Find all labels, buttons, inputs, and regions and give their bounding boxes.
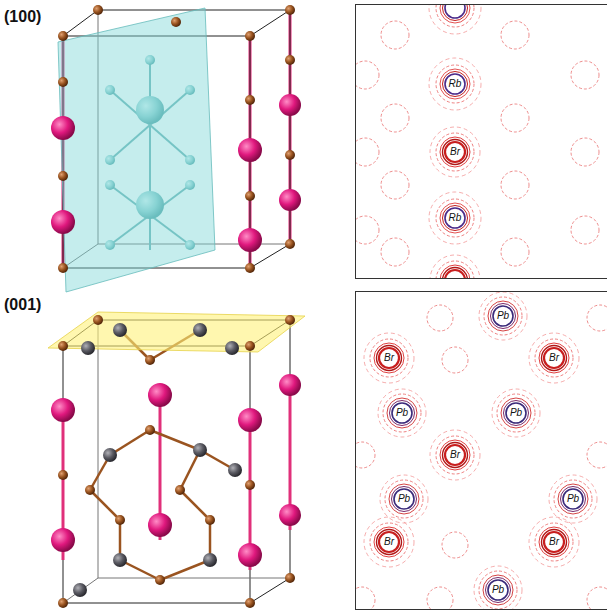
unit-cell-100 — [51, 5, 301, 292]
atom-label: Br — [384, 353, 394, 363]
contour-line — [571, 216, 599, 244]
contour-line — [356, 587, 375, 609]
atom-label: Pb — [396, 408, 408, 418]
contour-line — [356, 138, 379, 166]
facet-label: (001) — [4, 296, 41, 314]
contour-line — [501, 171, 529, 199]
contour-rings — [529, 333, 579, 383]
atom-label: Br — [450, 450, 460, 460]
contour-rings — [430, 430, 480, 480]
atom-label: Br — [549, 537, 559, 547]
contour-line — [587, 305, 607, 331]
contour-rings — [479, 292, 527, 340]
atom-label: Br — [549, 353, 559, 363]
atom-label: Pb — [510, 408, 522, 418]
atom-label: Pb — [492, 585, 504, 595]
contour-line — [356, 442, 375, 468]
atom-label: Pb — [567, 494, 579, 504]
contour-rings — [430, 127, 480, 177]
contour-rings — [430, 255, 480, 278]
atom-label: Pb — [398, 494, 410, 504]
contour-line — [381, 21, 409, 49]
facet-label: (100) — [4, 8, 41, 26]
contour-rings — [529, 517, 579, 567]
contour-line — [356, 61, 379, 89]
atom-label: Pb — [497, 311, 509, 321]
contour-line — [356, 216, 379, 244]
contour-line — [587, 442, 607, 468]
contour-rings — [364, 333, 414, 383]
contour-rings — [429, 192, 481, 244]
contour-line — [442, 347, 468, 373]
contour-line — [381, 171, 409, 199]
contour-line — [381, 238, 409, 266]
contour-line — [501, 21, 529, 49]
contour-rings — [429, 5, 481, 34]
contour-line — [427, 305, 453, 331]
contour-line — [501, 104, 529, 132]
contour-line — [442, 532, 468, 558]
contour-rings — [380, 475, 428, 523]
contour-line — [501, 238, 529, 266]
unit-cell-001 — [48, 312, 305, 608]
contour-rings — [378, 389, 426, 437]
atom-label: Br — [450, 147, 460, 157]
contour-rings — [364, 517, 414, 567]
contour-line — [427, 587, 453, 609]
contour-rings — [474, 566, 522, 609]
atom-label: Rb — [449, 213, 462, 223]
map-frame — [356, 292, 607, 610]
contour-line — [571, 138, 599, 166]
atom-label: Rb — [449, 79, 462, 89]
contour-rings — [429, 58, 481, 110]
contour-rings — [492, 389, 540, 437]
contour-line — [587, 587, 607, 609]
map-frame — [356, 5, 607, 279]
contour-line — [571, 61, 599, 89]
contour-line — [381, 104, 409, 132]
atom-label: Br — [384, 537, 394, 547]
contour-rings — [549, 475, 597, 523]
